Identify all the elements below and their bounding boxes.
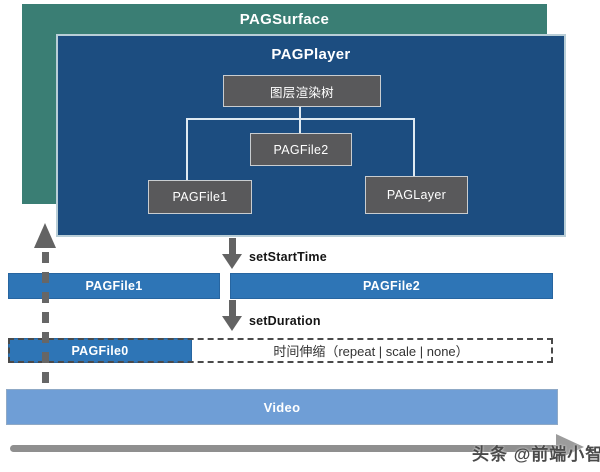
time-stretch-label: 时间伸缩（repeat | scale | none） [273,344,469,359]
watermark-text: 头条 @前端小智 [472,445,600,464]
dashed-progress-line [42,252,49,385]
time-stretch-dashed-box [8,338,553,363]
video-track-bar: Video [6,389,558,425]
down-arrow-icon [222,254,242,269]
tree-connector-line [186,119,188,180]
tree-node-pagfile1: PAGFile1 [148,180,252,214]
time-axis-line [10,445,558,452]
tree-node-paglayer: PAGLayer [365,176,468,214]
tree-connector-line [299,105,301,119]
pagplayer-title: PAGPlayer [271,46,351,63]
down-arrow-icon [222,316,242,331]
tree-connector-line [299,119,301,133]
pagsurface-title: PAGSurface [239,11,330,28]
set-duration-label: setDuration [249,314,321,328]
tree-connector-line [413,119,415,176]
set-start-time-label: setStartTime [249,250,327,264]
timeline-bar-pagfile2: PAGFile2 [230,273,553,299]
timeline-bar-pagfile1: PAGFile1 [8,273,220,299]
down-arrow-icon [229,300,236,317]
down-arrow-icon [229,238,236,255]
up-arrow-icon [34,223,56,248]
right-arrow-icon [556,434,584,460]
render-tree-root-node: 图层渲染树 [223,75,381,107]
tree-node-pagfile2: PAGFile2 [250,133,352,166]
